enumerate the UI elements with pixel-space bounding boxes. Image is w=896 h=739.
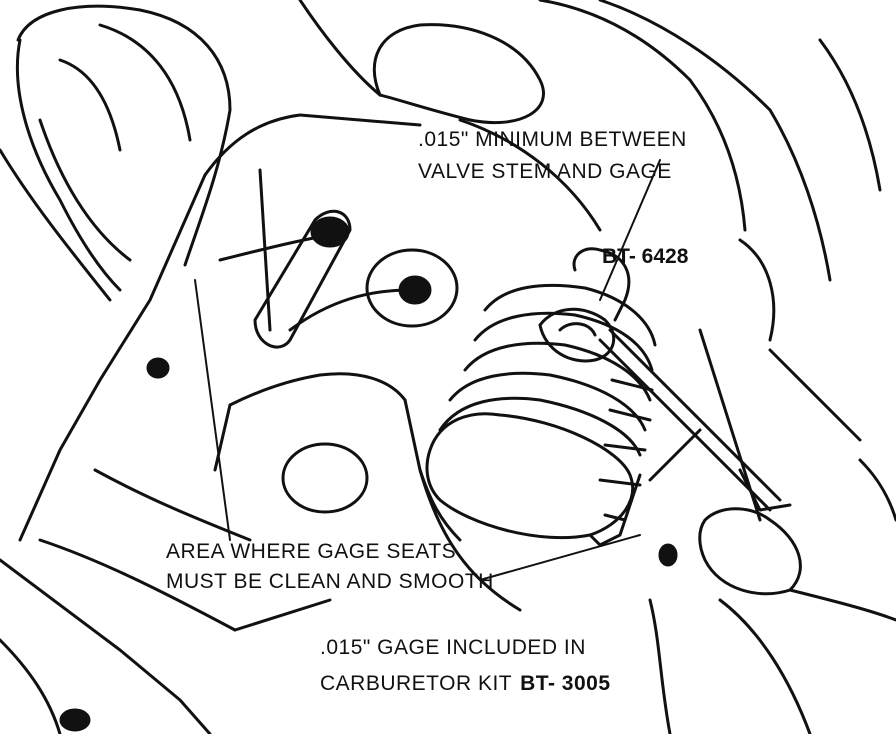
min-gap-label-line2: VALVE STEM AND GAGE [418, 160, 672, 183]
gage-tool [538, 247, 792, 512]
screw-holes [59, 248, 678, 732]
gage-tool-number: BT- 3005 [520, 672, 610, 695]
lower-hand [648, 458, 896, 736]
seat-label-line2: MUST BE CLEAN AND SMOOTH [166, 570, 494, 593]
gage-label-line2: CARBURETOR KIT BT- 3005 [320, 672, 611, 695]
callout-lines [194, 159, 661, 581]
upper-hand [298, 0, 882, 282]
pin-slot [253, 209, 352, 349]
gage-label-text: CARBURETOR KIT [320, 672, 512, 695]
min-gap-label-line1: .015" MINIMUM BETWEEN [418, 128, 687, 151]
tool-label-bt6428: BT- 6428 [602, 245, 689, 268]
gage-label-line1: .015" GAGE INCLUDED IN [320, 636, 586, 659]
carburetor-body [0, 113, 862, 736]
coil-spring [425, 283, 657, 547]
left-hand [0, 4, 232, 302]
seat-label-line1: AREA WHERE GAGE SEATS [166, 540, 456, 563]
